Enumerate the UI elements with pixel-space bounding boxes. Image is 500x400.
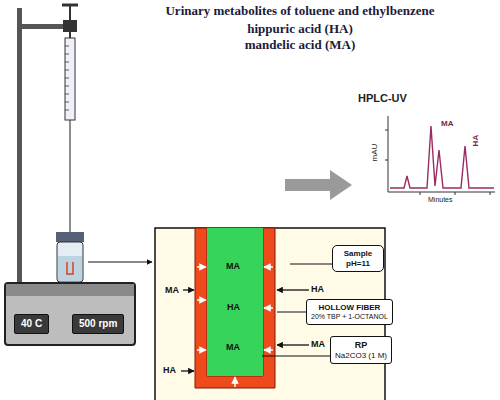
hollow-fiber-wall bbox=[195, 228, 275, 388]
subtitle-line: mandelic acid (MA) bbox=[245, 38, 355, 53]
axis-label: mAU bbox=[370, 144, 379, 162]
display-panel: 40 C bbox=[14, 314, 49, 334]
x-axis bbox=[388, 192, 495, 193]
node-text: 500 rpm bbox=[79, 318, 117, 330]
acceptor-phase bbox=[207, 228, 263, 376]
transfer-arrow bbox=[277, 289, 309, 290]
instrument-label: HPLC-UV bbox=[358, 92, 407, 105]
axis-label: Minutes bbox=[428, 196, 453, 204]
node-text: Na2CO3 (1 M) bbox=[335, 351, 387, 361]
wall-arrow bbox=[197, 299, 206, 301]
node-text: Sample pH=11 bbox=[336, 249, 380, 268]
peak-label: MA bbox=[441, 119, 453, 128]
barrel-tick bbox=[65, 102, 69, 103]
vial bbox=[57, 242, 83, 282]
analyte-label: HA bbox=[163, 365, 176, 375]
syringe-barrel bbox=[65, 38, 75, 120]
analyte-label: HA bbox=[227, 302, 240, 312]
wall-arrow bbox=[234, 377, 236, 387]
wall-arrow bbox=[264, 307, 273, 309]
barrel-tick bbox=[65, 46, 69, 47]
leader-line bbox=[290, 264, 332, 265]
barrel-tick bbox=[65, 94, 69, 95]
transfer-arrow bbox=[277, 344, 309, 345]
mini-fiber bbox=[67, 262, 73, 274]
y-axis bbox=[388, 116, 389, 192]
display-panel: 500 rpm bbox=[72, 314, 124, 334]
stand-rod bbox=[17, 8, 22, 286]
chromatogram-trace bbox=[390, 126, 494, 188]
leader-line bbox=[262, 356, 330, 357]
wall-arrow bbox=[264, 266, 273, 268]
node-text: HOLLOW FIBER bbox=[311, 303, 388, 313]
transfer-arrow bbox=[183, 289, 194, 290]
barrel-tick bbox=[65, 110, 69, 111]
plunger-rod bbox=[69, 5, 71, 40]
callout-box: RPNa2CO3 (1 M) bbox=[330, 336, 392, 364]
flow-arrow bbox=[285, 170, 352, 200]
barrel-tick bbox=[65, 70, 69, 71]
callout-box: Sample pH=11 bbox=[332, 245, 384, 272]
wall-arrow bbox=[264, 349, 273, 351]
node-text: RP bbox=[335, 340, 387, 351]
callout-box: HOLLOW FIBER20% TBP + 1-OCTANOL bbox=[306, 299, 393, 325]
vial-cap bbox=[56, 232, 84, 242]
barrel-tick bbox=[65, 86, 69, 87]
wall-arrow bbox=[197, 349, 206, 351]
analyte-label: MA bbox=[226, 342, 240, 352]
analyte-label: MA bbox=[165, 285, 179, 295]
peak-label: HA bbox=[471, 135, 480, 147]
analyte-label: HA bbox=[311, 284, 324, 294]
barrel-ticks bbox=[65, 46, 69, 110]
wall-arrow bbox=[197, 266, 206, 268]
barrel-tick bbox=[65, 54, 69, 55]
analyte-label: MA bbox=[311, 339, 325, 349]
analyte-label: MA bbox=[226, 261, 240, 271]
plate-top bbox=[6, 284, 134, 296]
node-text: 20% TBP + 1-OCTANOL bbox=[311, 313, 388, 321]
subtitle-line: hippuric acid (HA) bbox=[247, 22, 352, 37]
stirrer-plate bbox=[5, 283, 135, 345]
barrel-tick bbox=[65, 62, 69, 63]
diagram-title: Urinary metabolites of toluene and ethyl… bbox=[165, 4, 434, 19]
leader-line bbox=[277, 312, 306, 313]
barrel-tick bbox=[65, 78, 69, 79]
node-text: 40 C bbox=[21, 318, 42, 330]
transfer-arrow bbox=[181, 370, 194, 371]
vial-liquid bbox=[58, 256, 82, 281]
zoom-arrow bbox=[88, 261, 152, 262]
